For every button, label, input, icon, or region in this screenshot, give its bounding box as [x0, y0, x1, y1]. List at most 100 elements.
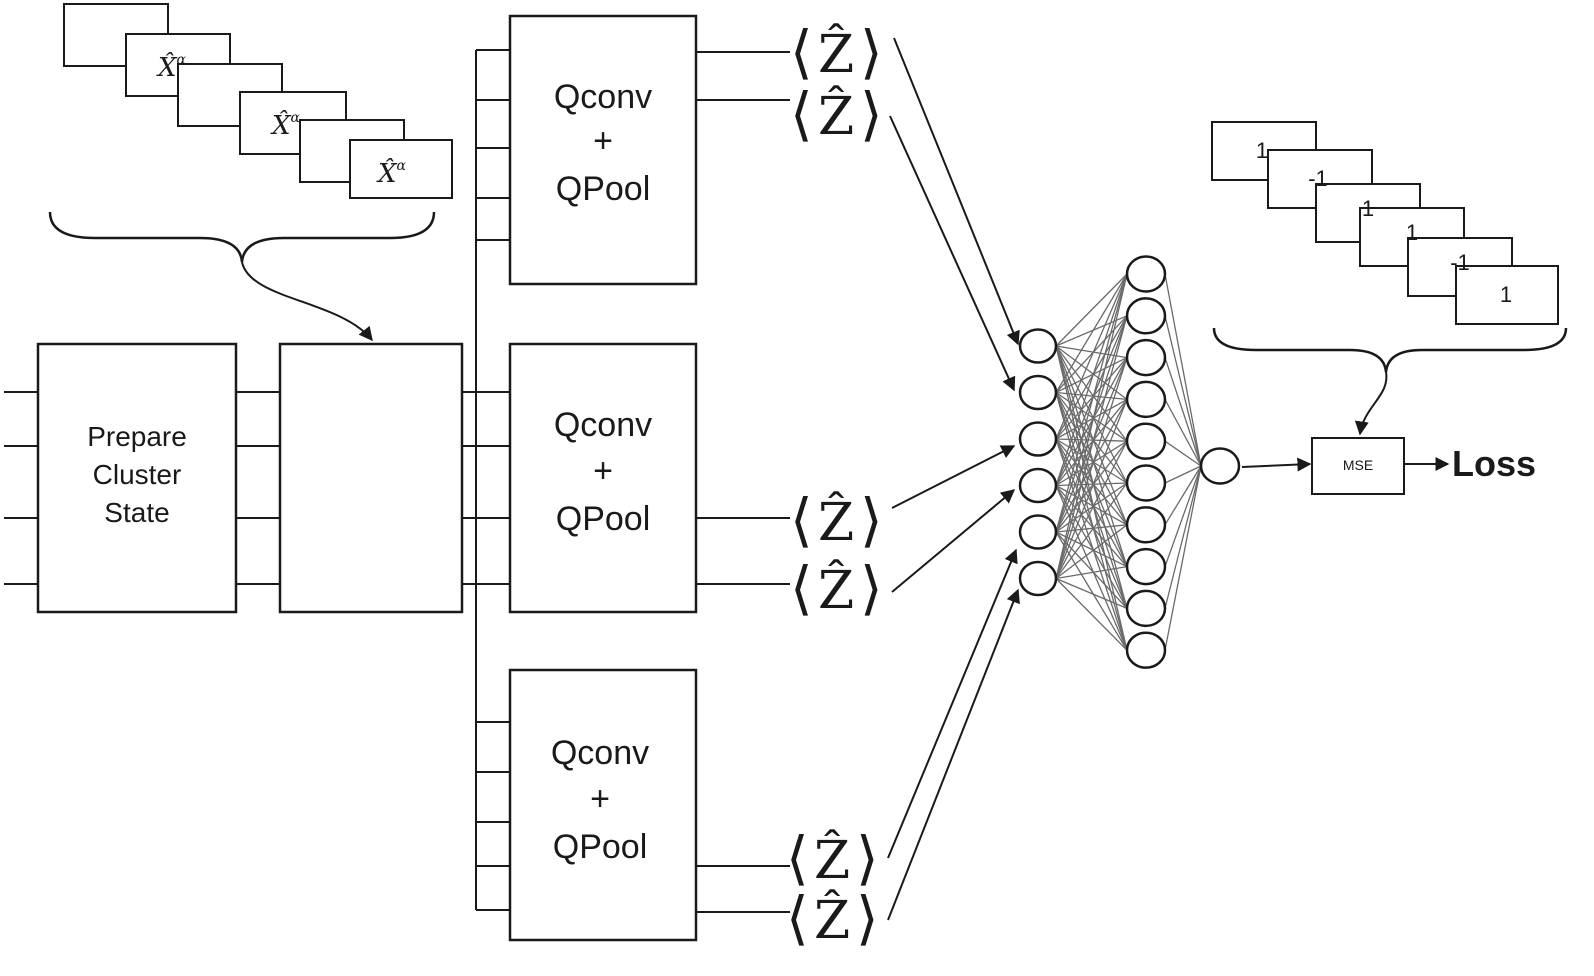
svg-text:Ẑ: Ẑ: [818, 559, 854, 621]
expectation-z: ⟨ Ẑ ⟩: [790, 486, 883, 554]
svg-text:⟩: ⟩: [860, 18, 883, 86]
network-edge: [1055, 485, 1128, 568]
network-edge: [1055, 482, 1128, 579]
expectation-labels: ⟨ Ẑ ⟩ ⟨ Ẑ ⟩ ⟨ Ẑ ⟩ ⟨ Ẑ ⟩ ⟨ Ẑ ⟩ ⟨ Ẑ ⟩: [786, 18, 883, 952]
network-edge: [1055, 345, 1128, 526]
mse-label: MSE: [1343, 457, 1373, 473]
qconv-label: Qconv: [554, 406, 652, 444]
network-edge: [1055, 392, 1128, 526]
svg-text:⟨: ⟨: [790, 18, 813, 86]
input-node: [1018, 560, 1058, 597]
svg-text:⟩: ⟩: [860, 486, 883, 554]
svg-text:⟨: ⟨: [790, 486, 813, 554]
input-data-stack: [63, 3, 453, 199]
label-stack: [1211, 121, 1559, 325]
network-edge: [1055, 315, 1128, 579]
network-edge: [1164, 273, 1202, 467]
qubit-input-wires: [4, 391, 38, 585]
input-node: [1018, 467, 1058, 504]
network-edge: [1055, 345, 1128, 651]
network-edge: [1055, 273, 1128, 393]
network-edge: [1164, 440, 1202, 467]
readout-arrows: [887, 37, 1020, 921]
svg-text:Ẑ: Ẑ: [814, 829, 850, 891]
network-edge: [1055, 577, 1128, 609]
qconv-block-3: Qconv + QPool: [508, 668, 698, 942]
network-edge: [1055, 482, 1128, 487]
label-value: -1: [1450, 250, 1470, 275]
prepare-label-line1: Prepare: [87, 421, 187, 452]
network-edge: [1055, 524, 1128, 533]
hidden-node: [1125, 547, 1167, 586]
hidden-node: [1125, 380, 1167, 419]
network-edge: [1055, 392, 1128, 484]
network-connections: [1055, 273, 1202, 651]
network-edge: [1055, 440, 1128, 533]
qconv-plus: +: [593, 452, 613, 490]
network-edge: [1055, 345, 1128, 442]
network-edge: [1055, 438, 1128, 526]
network-edge: [1055, 345, 1128, 609]
network-edge: [1055, 438, 1128, 651]
network-edge: [1055, 391, 1128, 401]
qconv-label: Qconv: [551, 734, 649, 772]
network-edge: [1164, 465, 1202, 526]
qubit-bus: [462, 49, 510, 911]
network-edge: [1055, 391, 1128, 442]
input-node: [1018, 421, 1058, 457]
svg-text:⟩: ⟩: [856, 884, 879, 952]
label-brace: [1212, 327, 1568, 373]
network-edge: [1055, 485, 1128, 651]
network-edge: [1055, 398, 1128, 440]
network-edge: [1055, 392, 1128, 609]
svg-text:Ẑ: Ẑ: [818, 491, 854, 553]
network-edge: [1164, 315, 1202, 467]
network-edge: [1055, 392, 1128, 567]
hidden-node: [1125, 506, 1167, 544]
network-edge: [1055, 485, 1128, 609]
hidden-node: [1125, 338, 1167, 377]
label-brace-arrow: [1354, 371, 1388, 436]
output-to-mse-arrow: [1241, 457, 1312, 472]
hidden-node: [1125, 255, 1167, 293]
hidden-node: [1125, 589, 1167, 628]
network-edge: [1164, 465, 1202, 567]
input-node: [1018, 514, 1058, 550]
mse-box: [1311, 437, 1405, 495]
qconv-block-1: Qconv + QPool: [508, 14, 698, 286]
network-edge: [1055, 398, 1128, 486]
svg-text:⟨: ⟨: [790, 554, 813, 622]
network-edge: [1055, 399, 1128, 579]
network-edge: [1055, 273, 1128, 347]
network-edge: [1055, 357, 1128, 394]
label-value: 1: [1362, 196, 1374, 221]
label-value: -1: [1308, 166, 1328, 191]
network-edge: [1055, 357, 1128, 486]
svg-text:Ẑ: Ẑ: [818, 85, 854, 147]
svg-text:⟩: ⟩: [860, 554, 883, 622]
qpool-label: QPool: [553, 828, 648, 866]
output-node: [1199, 447, 1241, 485]
network-edge: [1055, 357, 1128, 440]
svg-text:Ẑ: Ẑ: [814, 889, 850, 951]
expectation-z: ⟨ Ẑ ⟩: [786, 824, 879, 892]
qpool-label: QPool: [556, 500, 651, 538]
network-edge: [1055, 345, 1128, 359]
network-edge: [1055, 273, 1128, 579]
network-edge: [1055, 531, 1128, 609]
network-edge: [1055, 392, 1128, 651]
input-card-label: X̂α: [376, 158, 407, 189]
encoding-block: [278, 342, 464, 614]
hidden-node: [1125, 422, 1167, 460]
prepare-label-line3: State: [104, 497, 169, 528]
label-value: 1: [1406, 220, 1418, 245]
label-value: 1: [1256, 138, 1268, 163]
input-card-label: X̂α: [156, 52, 187, 83]
svg-text:⟨: ⟨: [790, 80, 813, 148]
input-node: [1018, 328, 1058, 364]
svg-text:⟩: ⟩: [856, 824, 879, 892]
network-edge: [1055, 345, 1128, 567]
svg-text:⟩: ⟩: [860, 80, 883, 148]
network-edge: [1055, 440, 1128, 487]
